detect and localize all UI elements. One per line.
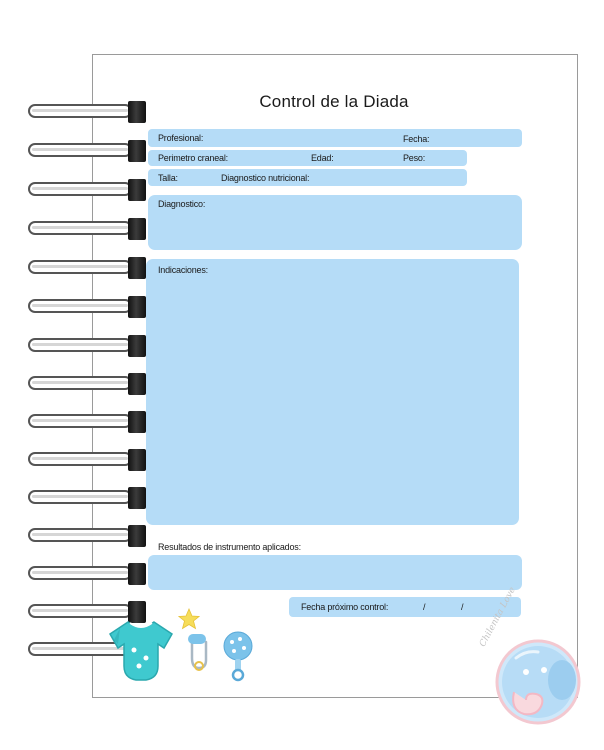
indicaciones-field[interactable] [146,259,519,525]
spiral-ring [28,601,146,623]
spiral-ring [28,335,146,357]
diagnostico-nutricional-label: Diagnostico nutricional: [221,173,310,183]
perimetro-label: Perimetro craneal: [158,153,228,163]
spiral-ring [28,373,146,395]
resultados-label: Resultados de instrumento aplicados: [158,542,301,552]
edad-label: Edad: [311,153,334,163]
rattle-icon [223,631,253,682]
fecha-proximo-field[interactable] [289,597,521,617]
talla-field[interactable] [148,169,467,186]
profesional-label: Profesional: [158,133,204,143]
spiral-ring [28,525,146,547]
spiral-ring [28,449,146,471]
spiral-ring [28,257,146,279]
perimetro-field[interactable] [148,150,467,166]
date-separator: / [423,602,426,612]
spiral-ring [28,140,146,162]
talla-label: Talla: [158,173,178,183]
fecha-label: Fecha: [403,134,430,144]
spiral-ring [28,411,146,433]
onesie-icon [109,621,173,681]
fecha-proximo-label: Fecha próximo control: [301,602,389,612]
page-title: Control de la Diada [259,92,409,111]
star-icon [178,608,200,630]
spiral-ring [28,563,146,585]
diagnostico-label: Diagnostico: [158,199,206,209]
indicaciones-label: Indicaciones: [158,265,208,275]
elephant-logo-icon [495,639,581,725]
spiral-ring [28,487,146,509]
diagnostico-field[interactable] [148,195,522,250]
spiral-ring [28,296,146,318]
resultados-field[interactable] [148,555,522,590]
safety-pin-icon [188,634,208,671]
spiral-ring [28,101,146,123]
spiral-ring [28,179,146,201]
spiral-ring [28,218,146,240]
date-separator: / [461,602,464,612]
profesional-field[interactable] [148,129,522,147]
peso-label: Peso: [403,153,426,163]
